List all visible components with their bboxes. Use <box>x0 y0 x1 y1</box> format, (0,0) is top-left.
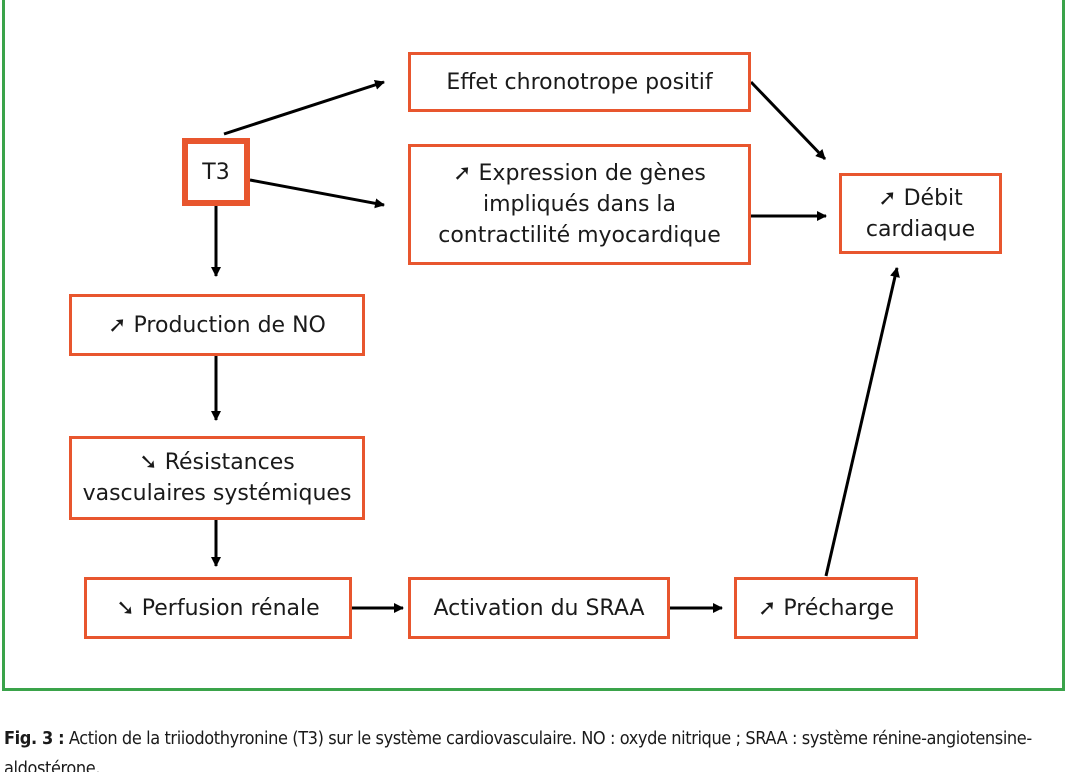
arrow-chronotrope-to-debit <box>749 80 827 161</box>
node-genes-label: ➚ Expression de gènes impliqués dans la … <box>438 161 721 248</box>
caption-label: Fig. 3 : <box>4 728 65 749</box>
node-sraa: Activation du SRAA <box>408 577 670 639</box>
arrow-t3-to-genes <box>249 178 385 209</box>
node-resistances-label: ➘ Résistances vasculaires systémiques <box>82 450 352 506</box>
node-perfusion: ➘ Perfusion rénale <box>84 577 352 639</box>
arrow-precharge-to-debit <box>824 267 900 577</box>
diagram-frame <box>2 0 1065 691</box>
node-precharge: ➚ Précharge <box>734 577 918 639</box>
node-debit-label: ➚ Débit cardiaque <box>865 185 976 242</box>
node-genes: ➚ Expression de gènes impliqués dans la … <box>408 144 751 265</box>
node-debit: ➚ Débit cardiaque <box>839 173 1002 254</box>
node-chronotrope: Effet chronotrope positif <box>408 52 751 112</box>
node-t3: T3 <box>182 138 250 206</box>
node-no: ➚ Production de NO <box>69 294 365 356</box>
caption-text: Action de la triiodothyronine (T3) sur l… <box>4 728 1032 772</box>
node-resistances: ➘ Résistances vasculaires systémiques <box>69 436 365 520</box>
arrow-t3-to-chronotrope <box>223 80 385 136</box>
figure-caption: Fig. 3 : Action de la triiodothyronine (… <box>4 724 1070 772</box>
